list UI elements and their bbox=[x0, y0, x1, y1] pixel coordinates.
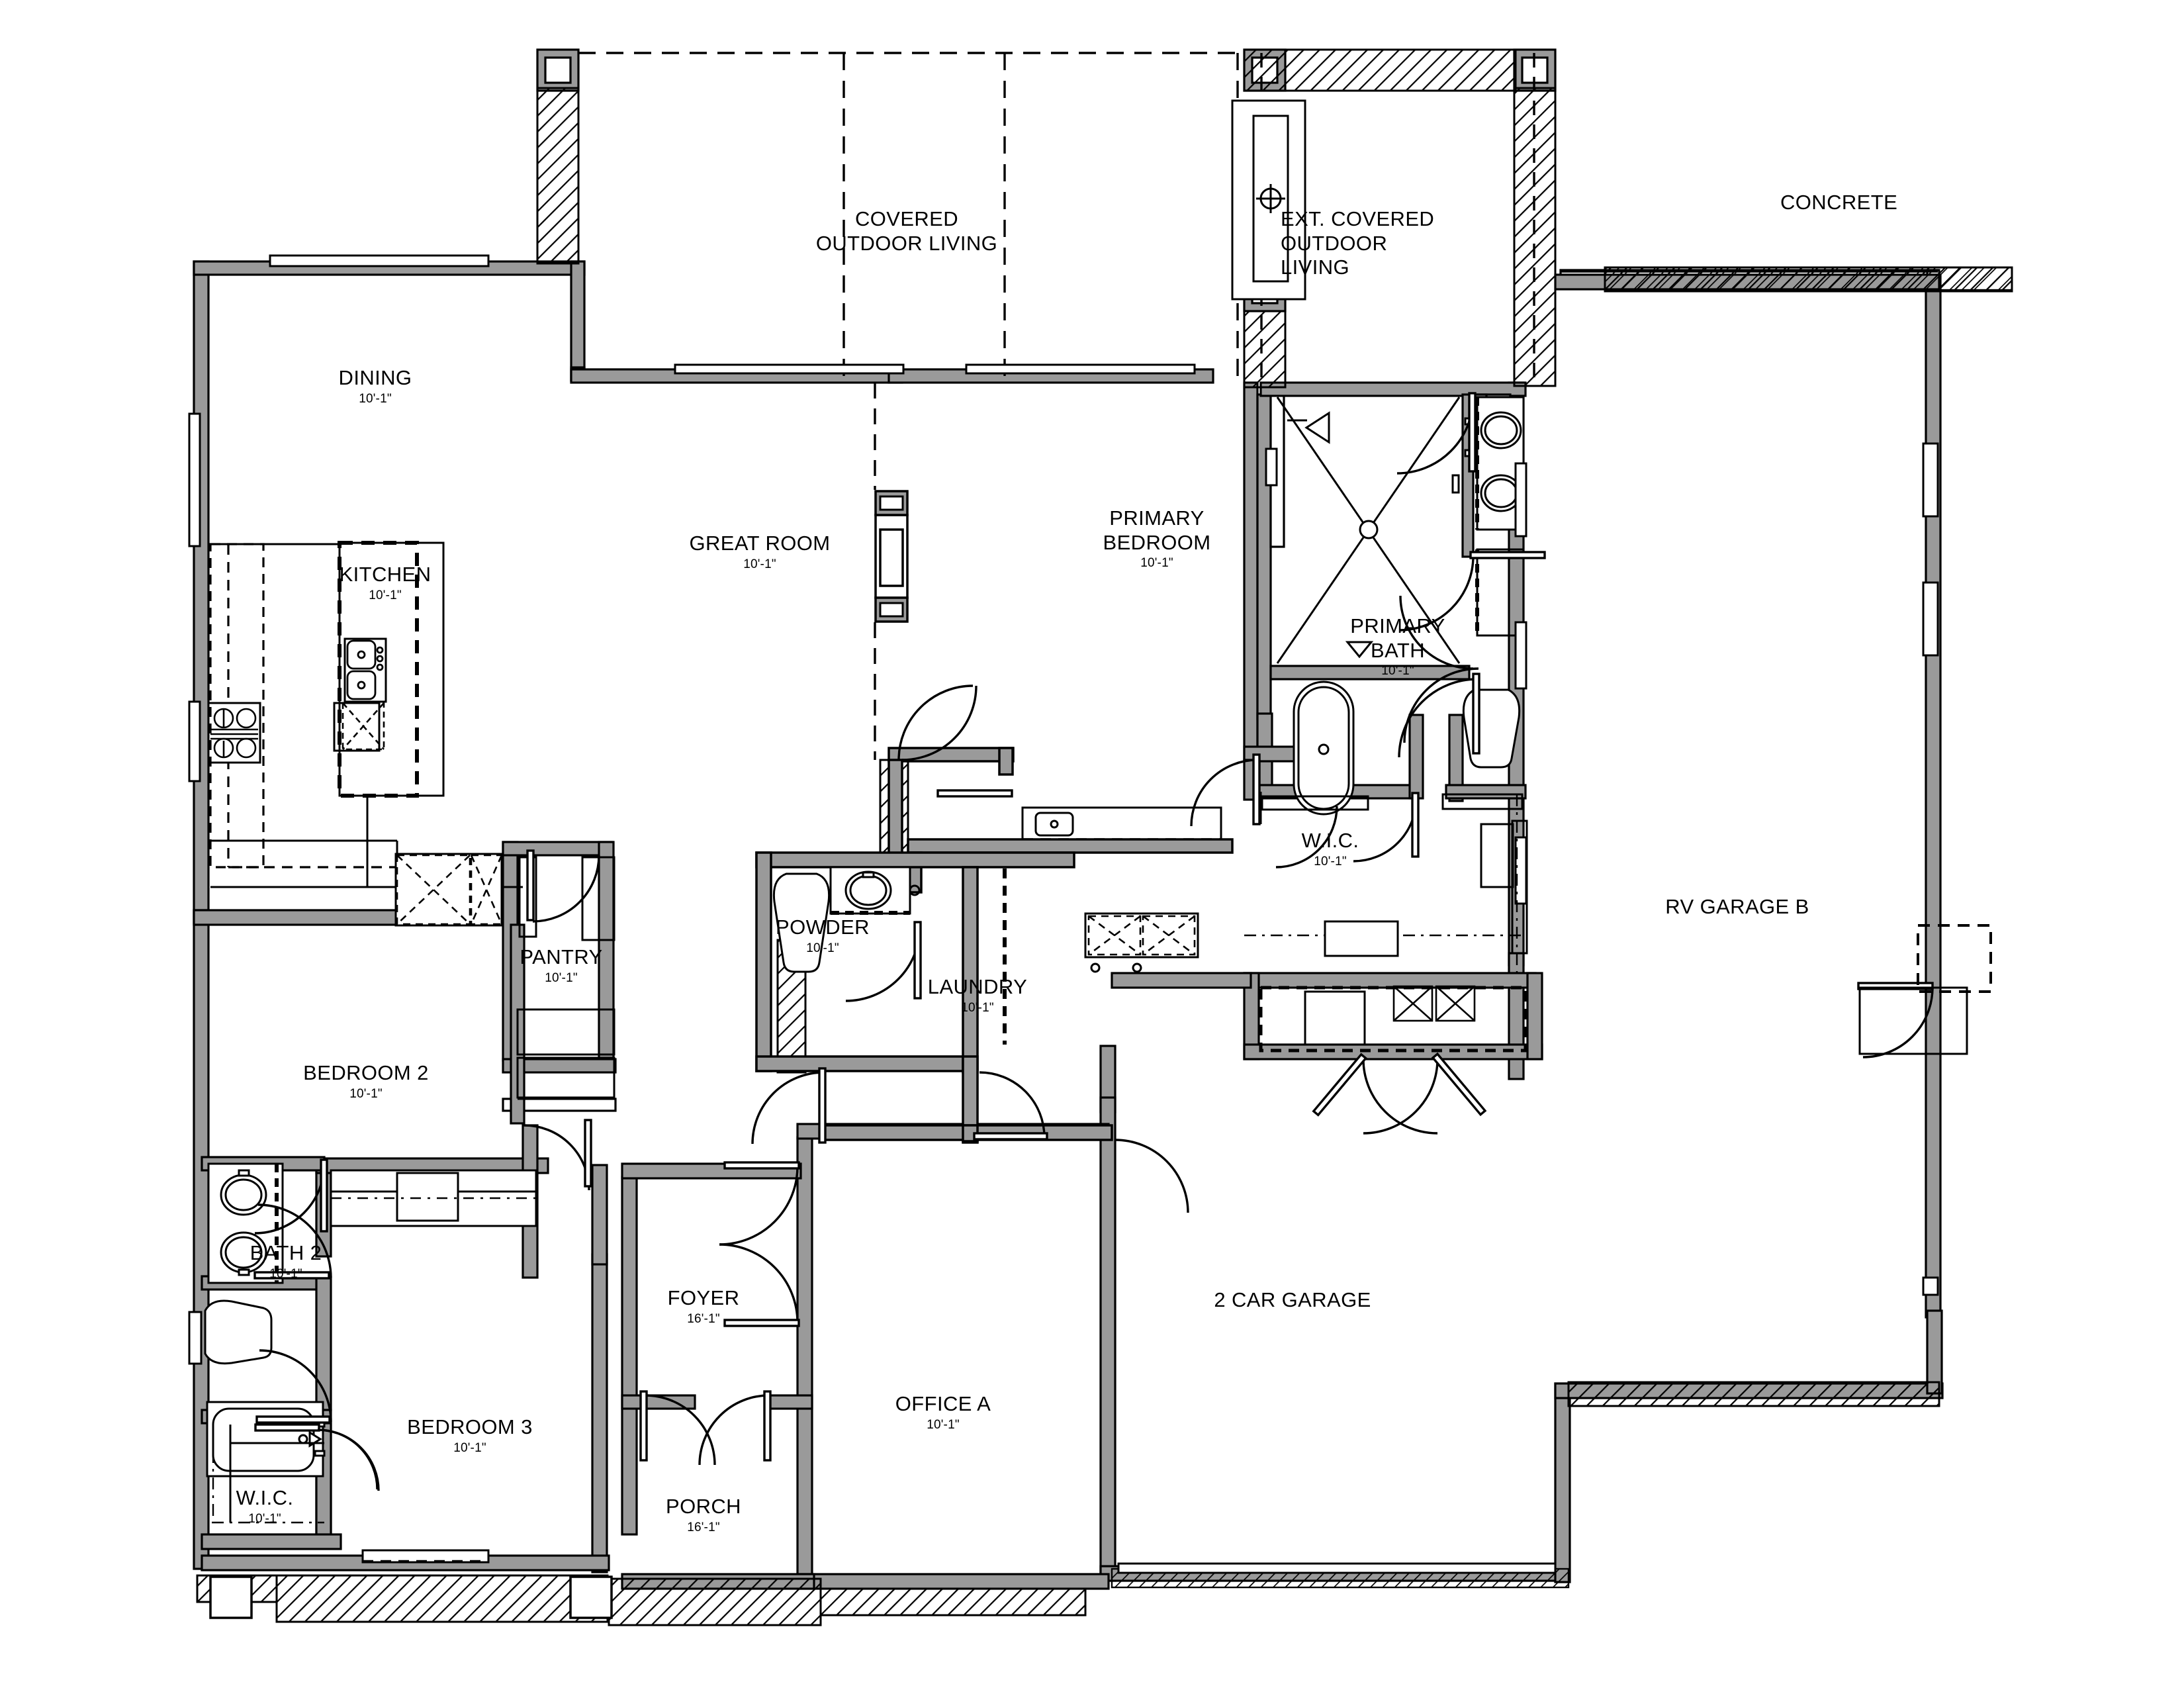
room-name: RV GARAGE B bbox=[1665, 895, 1809, 918]
room-name: BEDROOM 2 bbox=[303, 1061, 429, 1084]
room-name-3: LIVING bbox=[1281, 256, 1350, 279]
room-name: PANTRY bbox=[520, 945, 603, 968]
room-label-ext-covered-outdoor-living: EXT. COVERED OUTDOOR LIVING bbox=[1281, 207, 1434, 280]
room-label-kitchen: KITCHEN 10'-1" bbox=[340, 563, 432, 603]
room-name: W.I.C. bbox=[236, 1486, 294, 1509]
room-label-great-room: GREAT ROOM 10'-1" bbox=[690, 532, 831, 572]
room-name: OFFICE A bbox=[895, 1392, 991, 1415]
room-label-primary-bath: PRIMARY BATH 10'-1" bbox=[1350, 614, 1445, 679]
room-name: BEDROOM 3 bbox=[407, 1415, 533, 1438]
room-dimension: 10'-1" bbox=[1381, 664, 1414, 679]
room-name: FOYER bbox=[667, 1286, 740, 1309]
room-dimension: 10'-1" bbox=[359, 391, 392, 406]
room-label-pantry: PANTRY 10'-1" bbox=[520, 945, 602, 986]
room-label-laundry: LAUNDRY 10'-1" bbox=[928, 975, 1027, 1015]
room-label-covered-outdoor-living: COVERED OUTDOOR LIVING bbox=[816, 207, 997, 256]
room-label-porch: PORCH 16'-1" bbox=[666, 1495, 741, 1535]
room-label-bedroom-2: BEDROOM 2 10'-1" bbox=[303, 1061, 429, 1102]
room-name: BATH 2 bbox=[250, 1241, 322, 1264]
room-name: PORCH bbox=[666, 1495, 741, 1518]
room-name: PRIMARY bbox=[1350, 614, 1445, 637]
room-dimension: 10'-1" bbox=[743, 557, 776, 571]
room-dimension: 16'-1" bbox=[687, 1311, 720, 1326]
room-name: COVERED bbox=[854, 207, 959, 230]
room-name: KITCHEN bbox=[339, 563, 432, 586]
room-name: 2 CAR GARAGE bbox=[1214, 1288, 1371, 1311]
room-name: W.I.C. bbox=[1301, 829, 1359, 852]
room-label-dining: DINING 10'-1" bbox=[339, 366, 412, 406]
room-label-primary-bedroom: PRIMARY BEDROOM 10'-1" bbox=[1103, 506, 1211, 571]
room-dimension: 10'-1" bbox=[269, 1266, 302, 1281]
room-label-powder: POWDER 10'-1" bbox=[776, 915, 870, 956]
room-dimension: 10'-1" bbox=[349, 1086, 383, 1101]
room-dimension: 10'-1" bbox=[927, 1417, 960, 1432]
room-name: EXT. COVERED bbox=[1281, 207, 1435, 230]
room-name: CONCRETE bbox=[1780, 191, 1898, 214]
room-dimension: 10'-1" bbox=[806, 941, 839, 955]
room-dimension: 10'-1" bbox=[1140, 556, 1173, 571]
room-name-2: OUTDOOR LIVING bbox=[815, 231, 998, 255]
room-name-2: OUTDOOR bbox=[1281, 231, 1388, 255]
room-label-bath-2: BATH 2 10'-1" bbox=[250, 1241, 322, 1282]
room-name: DINING bbox=[338, 366, 412, 389]
room-dimension: 10'-1" bbox=[1314, 854, 1347, 868]
room-name: POWDER bbox=[776, 915, 870, 939]
room-label-rv-garage-b: RV GARAGE B bbox=[1665, 895, 1809, 919]
room-dimension: 16'-1" bbox=[687, 1520, 720, 1534]
room-dimension: 10'-1" bbox=[248, 1511, 281, 1526]
room-label-office-a: OFFICE A 10'-1" bbox=[895, 1392, 991, 1432]
linework-layer bbox=[188, 52, 1992, 1619]
room-dimension: 10'-1" bbox=[961, 1000, 994, 1015]
room-name-2: BATH bbox=[1371, 638, 1425, 662]
room-label-bedroom-3: BEDROOM 3 10'-1" bbox=[407, 1415, 533, 1456]
room-dimension: 10'-1" bbox=[545, 970, 578, 985]
room-label-concrete: CONCRETE bbox=[1780, 191, 1897, 215]
room-dimension: 10'-1" bbox=[369, 588, 402, 602]
room-name: LAUNDRY bbox=[927, 975, 1028, 998]
room-dimension: 10'-1" bbox=[453, 1440, 486, 1455]
room-label-2-car-garage: 2 CAR GARAGE bbox=[1214, 1288, 1371, 1313]
room-name: PRIMARY bbox=[1109, 506, 1205, 530]
room-label-wic-bedroom3: W.I.C. 10'-1" bbox=[236, 1486, 294, 1526]
room-name-2: BEDROOM bbox=[1103, 530, 1211, 554]
room-name: GREAT ROOM bbox=[689, 532, 831, 555]
room-label-wic-primary: W.I.C. 10'-1" bbox=[1302, 829, 1359, 869]
room-label-foyer: FOYER 16'-1" bbox=[668, 1286, 740, 1327]
